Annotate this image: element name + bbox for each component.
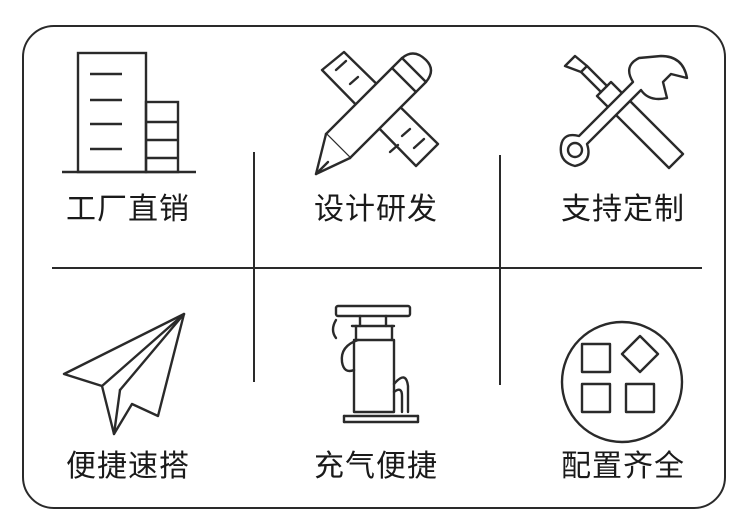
- ruler-pencil-icon: [314, 50, 440, 176]
- vertical-divider-left: [253, 152, 255, 382]
- paper-plane-icon: [62, 312, 186, 436]
- feature-label: 充气便捷: [314, 449, 438, 484]
- factory-building-icon: [62, 51, 196, 174]
- feature-card-frame: [22, 25, 726, 509]
- horizontal-divider: [52, 267, 702, 269]
- feature-label: 支持定制: [561, 192, 685, 227]
- wrench-screwdriver-icon: [559, 54, 689, 170]
- vertical-divider-right: [499, 155, 501, 385]
- feature-label: 便捷速搭: [66, 449, 190, 484]
- apps-grid-icon: [560, 320, 684, 444]
- feature-label: 设计研发: [314, 192, 438, 227]
- feature-label: 配置齐全: [561, 449, 685, 484]
- feature-label: 工厂直销: [66, 192, 190, 227]
- air-pump-icon: [331, 304, 420, 424]
